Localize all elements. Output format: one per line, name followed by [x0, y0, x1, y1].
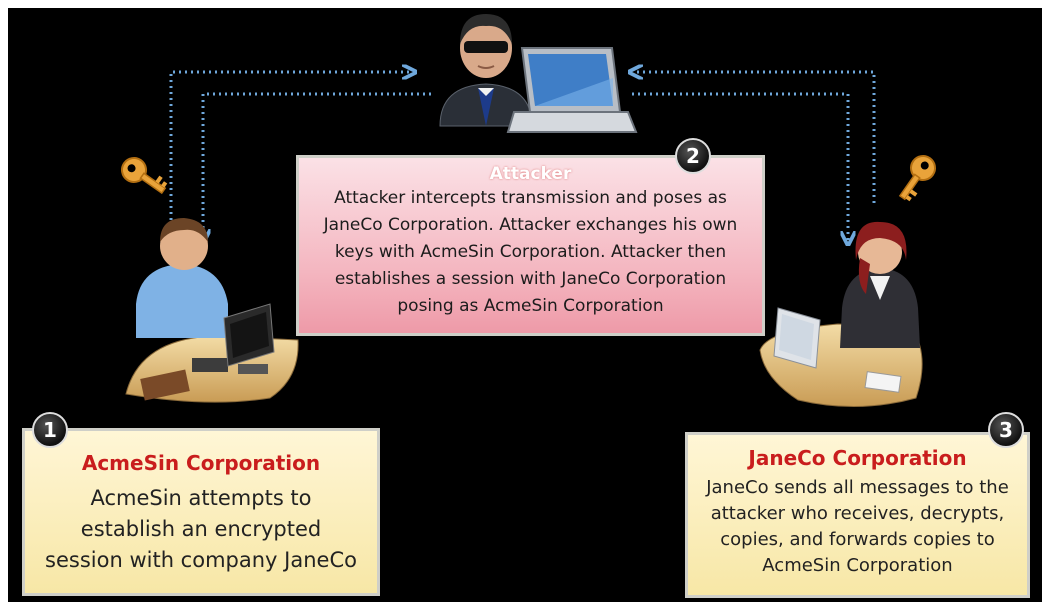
acmesin-description-box: AcmeSin Corporation AcmeSin attempts to …	[22, 428, 380, 596]
businessman-icon	[125, 218, 299, 403]
attacker-description: Attacker intercepts transmission and pos…	[323, 188, 738, 316]
desktop-computer-icon	[223, 303, 275, 374]
attacker-icon	[439, 14, 533, 127]
mitm-diagram: Attacker Attacker intercepts transmissio…	[8, 8, 1042, 602]
janeco-title: JaneCo Corporation	[748, 446, 967, 470]
key-icon	[121, 157, 168, 195]
key-icon	[898, 155, 936, 202]
arrow-janeco-to-attacker	[634, 72, 876, 203]
laptop-icon	[506, 47, 638, 133]
left-arrows	[169, 72, 431, 238]
businesswoman-icon	[759, 221, 923, 408]
janeco-description-box: JaneCo Corporation JaneCo sends all mess…	[685, 432, 1030, 598]
arrow-attacker-to-janeco	[632, 92, 848, 240]
arrow-acmesin-to-attacker	[169, 72, 411, 238]
acmesin-title: AcmeSin Corporation	[81, 451, 321, 475]
attacker-title: Attacker	[489, 164, 572, 184]
step-badge-2: 2	[675, 138, 711, 174]
attacker-description-box: Attacker Attacker intercepts transmissio…	[296, 155, 765, 336]
acmesin-description: AcmeSin attempts to establish an encrypt…	[45, 486, 357, 572]
desktop-computer-icon	[773, 307, 821, 369]
janeco-description: JaneCo sends all messages to the attacke…	[706, 477, 1009, 576]
step-badge-1: 1	[32, 412, 68, 448]
arrow-attacker-to-acmesin	[203, 92, 431, 238]
diagram-artwork	[121, 14, 936, 408]
right-arrows	[632, 72, 876, 240]
step-badge-3: 3	[988, 412, 1024, 448]
